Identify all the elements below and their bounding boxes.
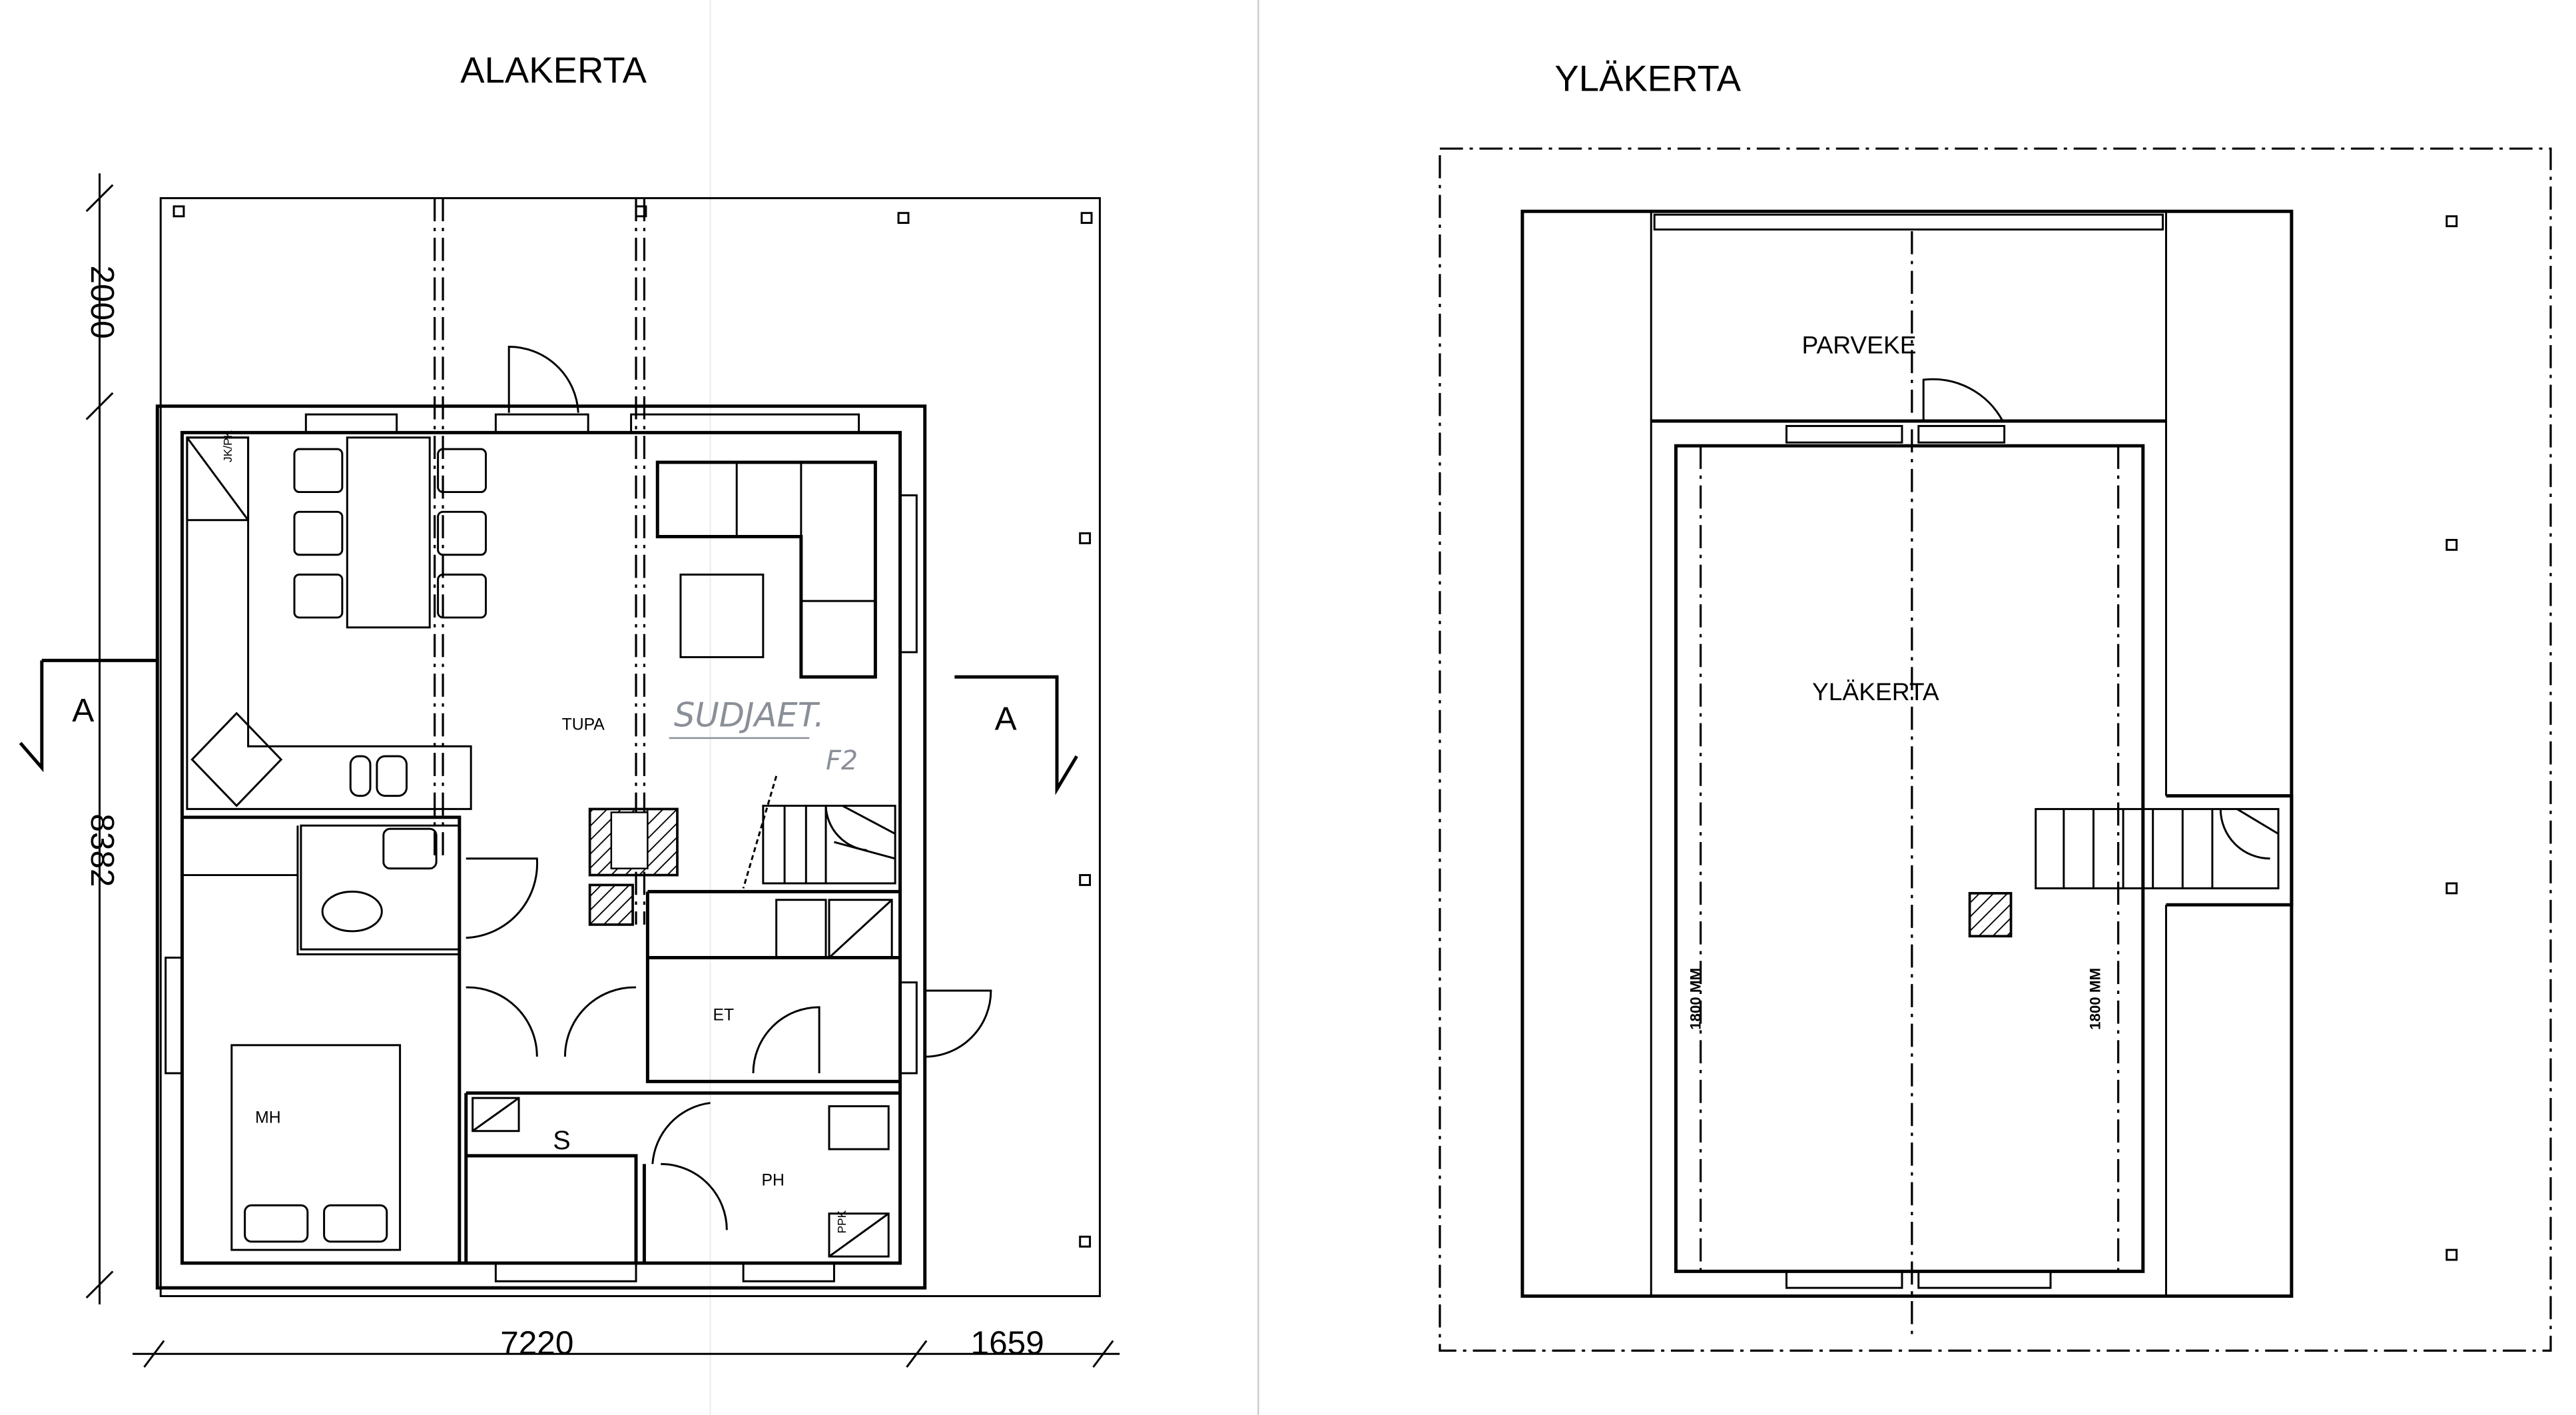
section-marker-right: A xyxy=(995,700,1017,737)
stairs xyxy=(742,775,896,889)
washbasin-icon xyxy=(382,827,438,870)
kitchen: JK/PK xyxy=(186,430,472,810)
wc-room xyxy=(300,824,461,951)
room-label-tupa: TUPA xyxy=(562,715,605,733)
room-label-s: S xyxy=(553,1126,570,1155)
dimension-2000: 2000 xyxy=(84,265,121,338)
dimension-7220: 7220 xyxy=(500,1324,573,1361)
stair-bay xyxy=(2166,794,2294,907)
upper-floor-plan: YLÄKERTA PARVEKE YLÄKERTA 1800 MM 18 xyxy=(1439,58,2552,1352)
dryer-label: PPK xyxy=(835,1210,848,1233)
dimension-lines xyxy=(85,173,1120,1368)
room-label-ph: PH xyxy=(762,1172,785,1190)
dimension-8382: 8382 xyxy=(84,813,121,887)
stairs-upper xyxy=(2035,807,2280,889)
room-label-ylakerta: YLÄKERTA xyxy=(1812,678,1939,706)
sink-icon xyxy=(376,755,408,797)
section-arrow-right xyxy=(954,675,1078,795)
room-label-et: ET xyxy=(713,1007,735,1025)
handwritten-ref: F2 xyxy=(826,745,858,776)
ground-floor-title: ALAKERTA xyxy=(460,50,647,91)
windows-upper xyxy=(1785,424,2052,1289)
section-marker-left: A xyxy=(72,692,94,729)
ground-floor-plan: ALAKERTA xyxy=(19,50,1120,1368)
chimney xyxy=(588,883,634,926)
doors xyxy=(466,345,992,1230)
height-note-right: 1800 MM xyxy=(2087,968,2103,1030)
room-label-parveke: PARVEKE xyxy=(1801,330,1916,358)
toilet-icon xyxy=(321,890,383,933)
stove-symbol xyxy=(190,711,283,807)
sofa xyxy=(655,460,877,679)
balcony-railing xyxy=(1653,213,2164,231)
loft-walls xyxy=(1651,419,2166,1273)
exterior-wall-inner xyxy=(180,430,902,1265)
roof-post-markers-upper xyxy=(2445,215,2458,1261)
chimney-upper xyxy=(1968,891,2013,938)
dimension-1659: 1659 xyxy=(971,1324,1044,1361)
exterior-wall-outer xyxy=(155,404,927,1290)
bed xyxy=(230,1044,402,1251)
height-note-left: 1800 MM xyxy=(1688,968,1704,1030)
windows xyxy=(164,413,918,1282)
upper-floor-title: YLÄKERTA xyxy=(1554,58,1741,99)
roof-outline-upper xyxy=(1439,147,2552,1352)
fridge-label: JK/PK xyxy=(221,430,234,462)
section-arrow-left xyxy=(19,658,158,773)
interior-walls: PPK xyxy=(182,815,900,1263)
gable-wall xyxy=(1520,209,2294,1298)
balcony-door xyxy=(1922,378,2004,422)
roof-post-markers xyxy=(172,205,1093,1248)
roof-outline xyxy=(159,197,1101,1298)
dining-set xyxy=(293,436,487,629)
handwritten-note: SUDJAET. xyxy=(674,696,824,735)
room-label-mh: MH xyxy=(255,1109,281,1127)
